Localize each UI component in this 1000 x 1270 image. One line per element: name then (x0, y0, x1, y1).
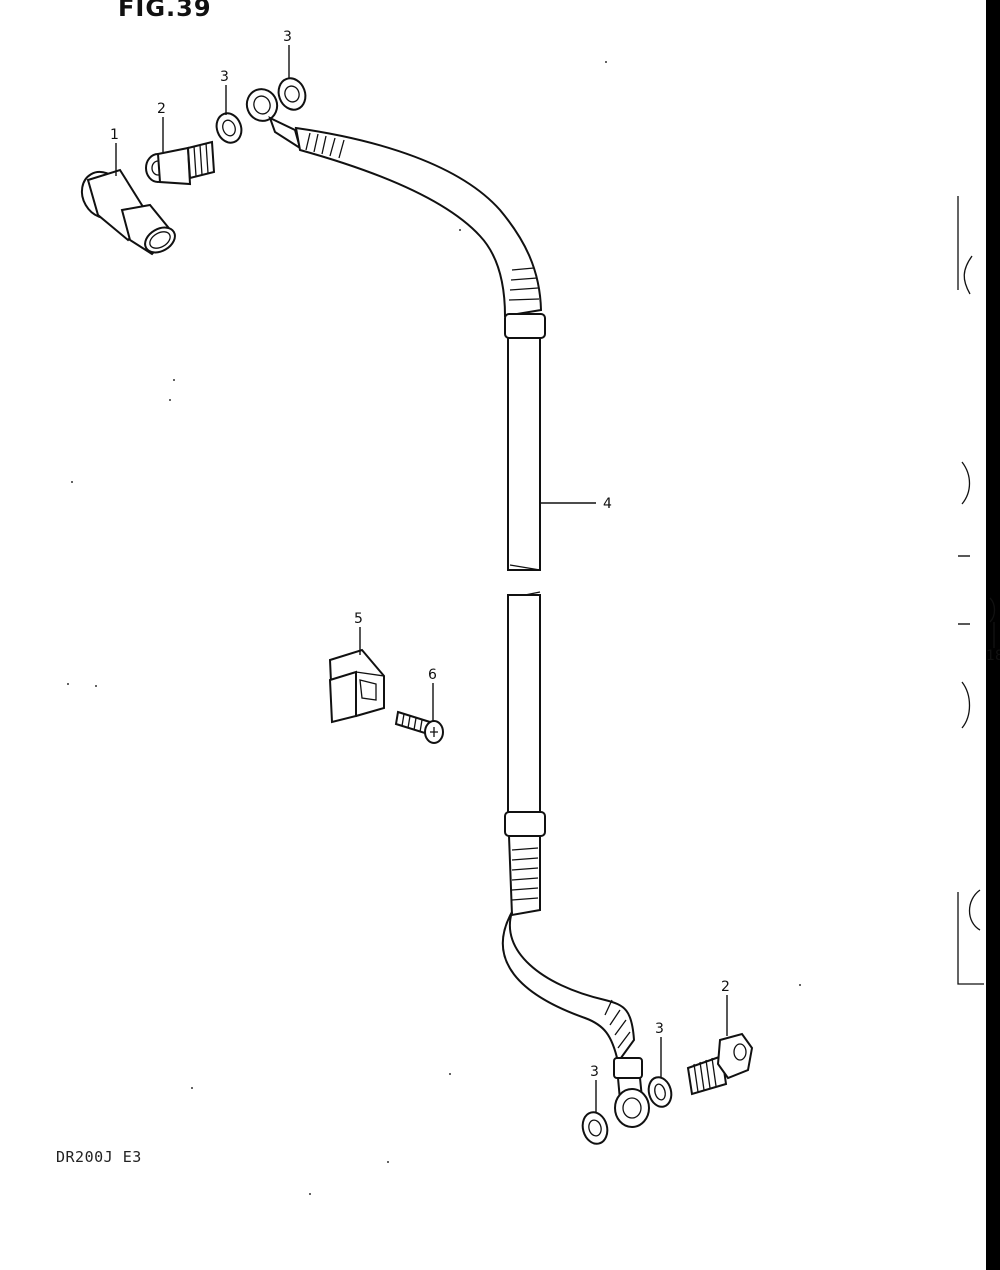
part-4-brake-hose (245, 88, 650, 1128)
part-6-screw (394, 710, 444, 744)
callout-1: 1 (110, 127, 119, 143)
callout-3-lower-b: 3 (590, 1064, 599, 1080)
callout-3-upper-a: 3 (220, 69, 229, 85)
leader-lines (115, 45, 728, 1112)
part-3-washer-lower-a (647, 1076, 673, 1108)
part-5-hose-clamp (328, 648, 385, 724)
figure-title: FIG.39 (118, 0, 212, 22)
part-2-union-bolt-upper (145, 140, 216, 186)
callout-5: 5 (354, 611, 363, 627)
part-1-cap (80, 168, 176, 256)
page-edge-bar (986, 0, 1000, 1270)
adjacent-page-fragment: 18 (957, 196, 1000, 985)
callout-2-upper: 2 (157, 101, 166, 117)
callout-6: 6 (428, 667, 437, 683)
edge-fragment-label: 18 (986, 648, 1000, 664)
callout-4: 4 (603, 496, 612, 512)
part-3-washer-upper-b (277, 77, 307, 111)
model-code: DR200J E3 (56, 1148, 142, 1166)
part-3-washer-lower-b (581, 1111, 609, 1145)
callout-2-lower: 2 (721, 979, 730, 995)
part-3-washer-upper-a (215, 112, 243, 144)
callout-3-lower-a: 3 (655, 1021, 664, 1037)
part-2-union-bolt-lower (686, 1032, 754, 1096)
scan-specks (67, 61, 801, 1195)
callout-3-upper-b: 3 (283, 29, 292, 45)
